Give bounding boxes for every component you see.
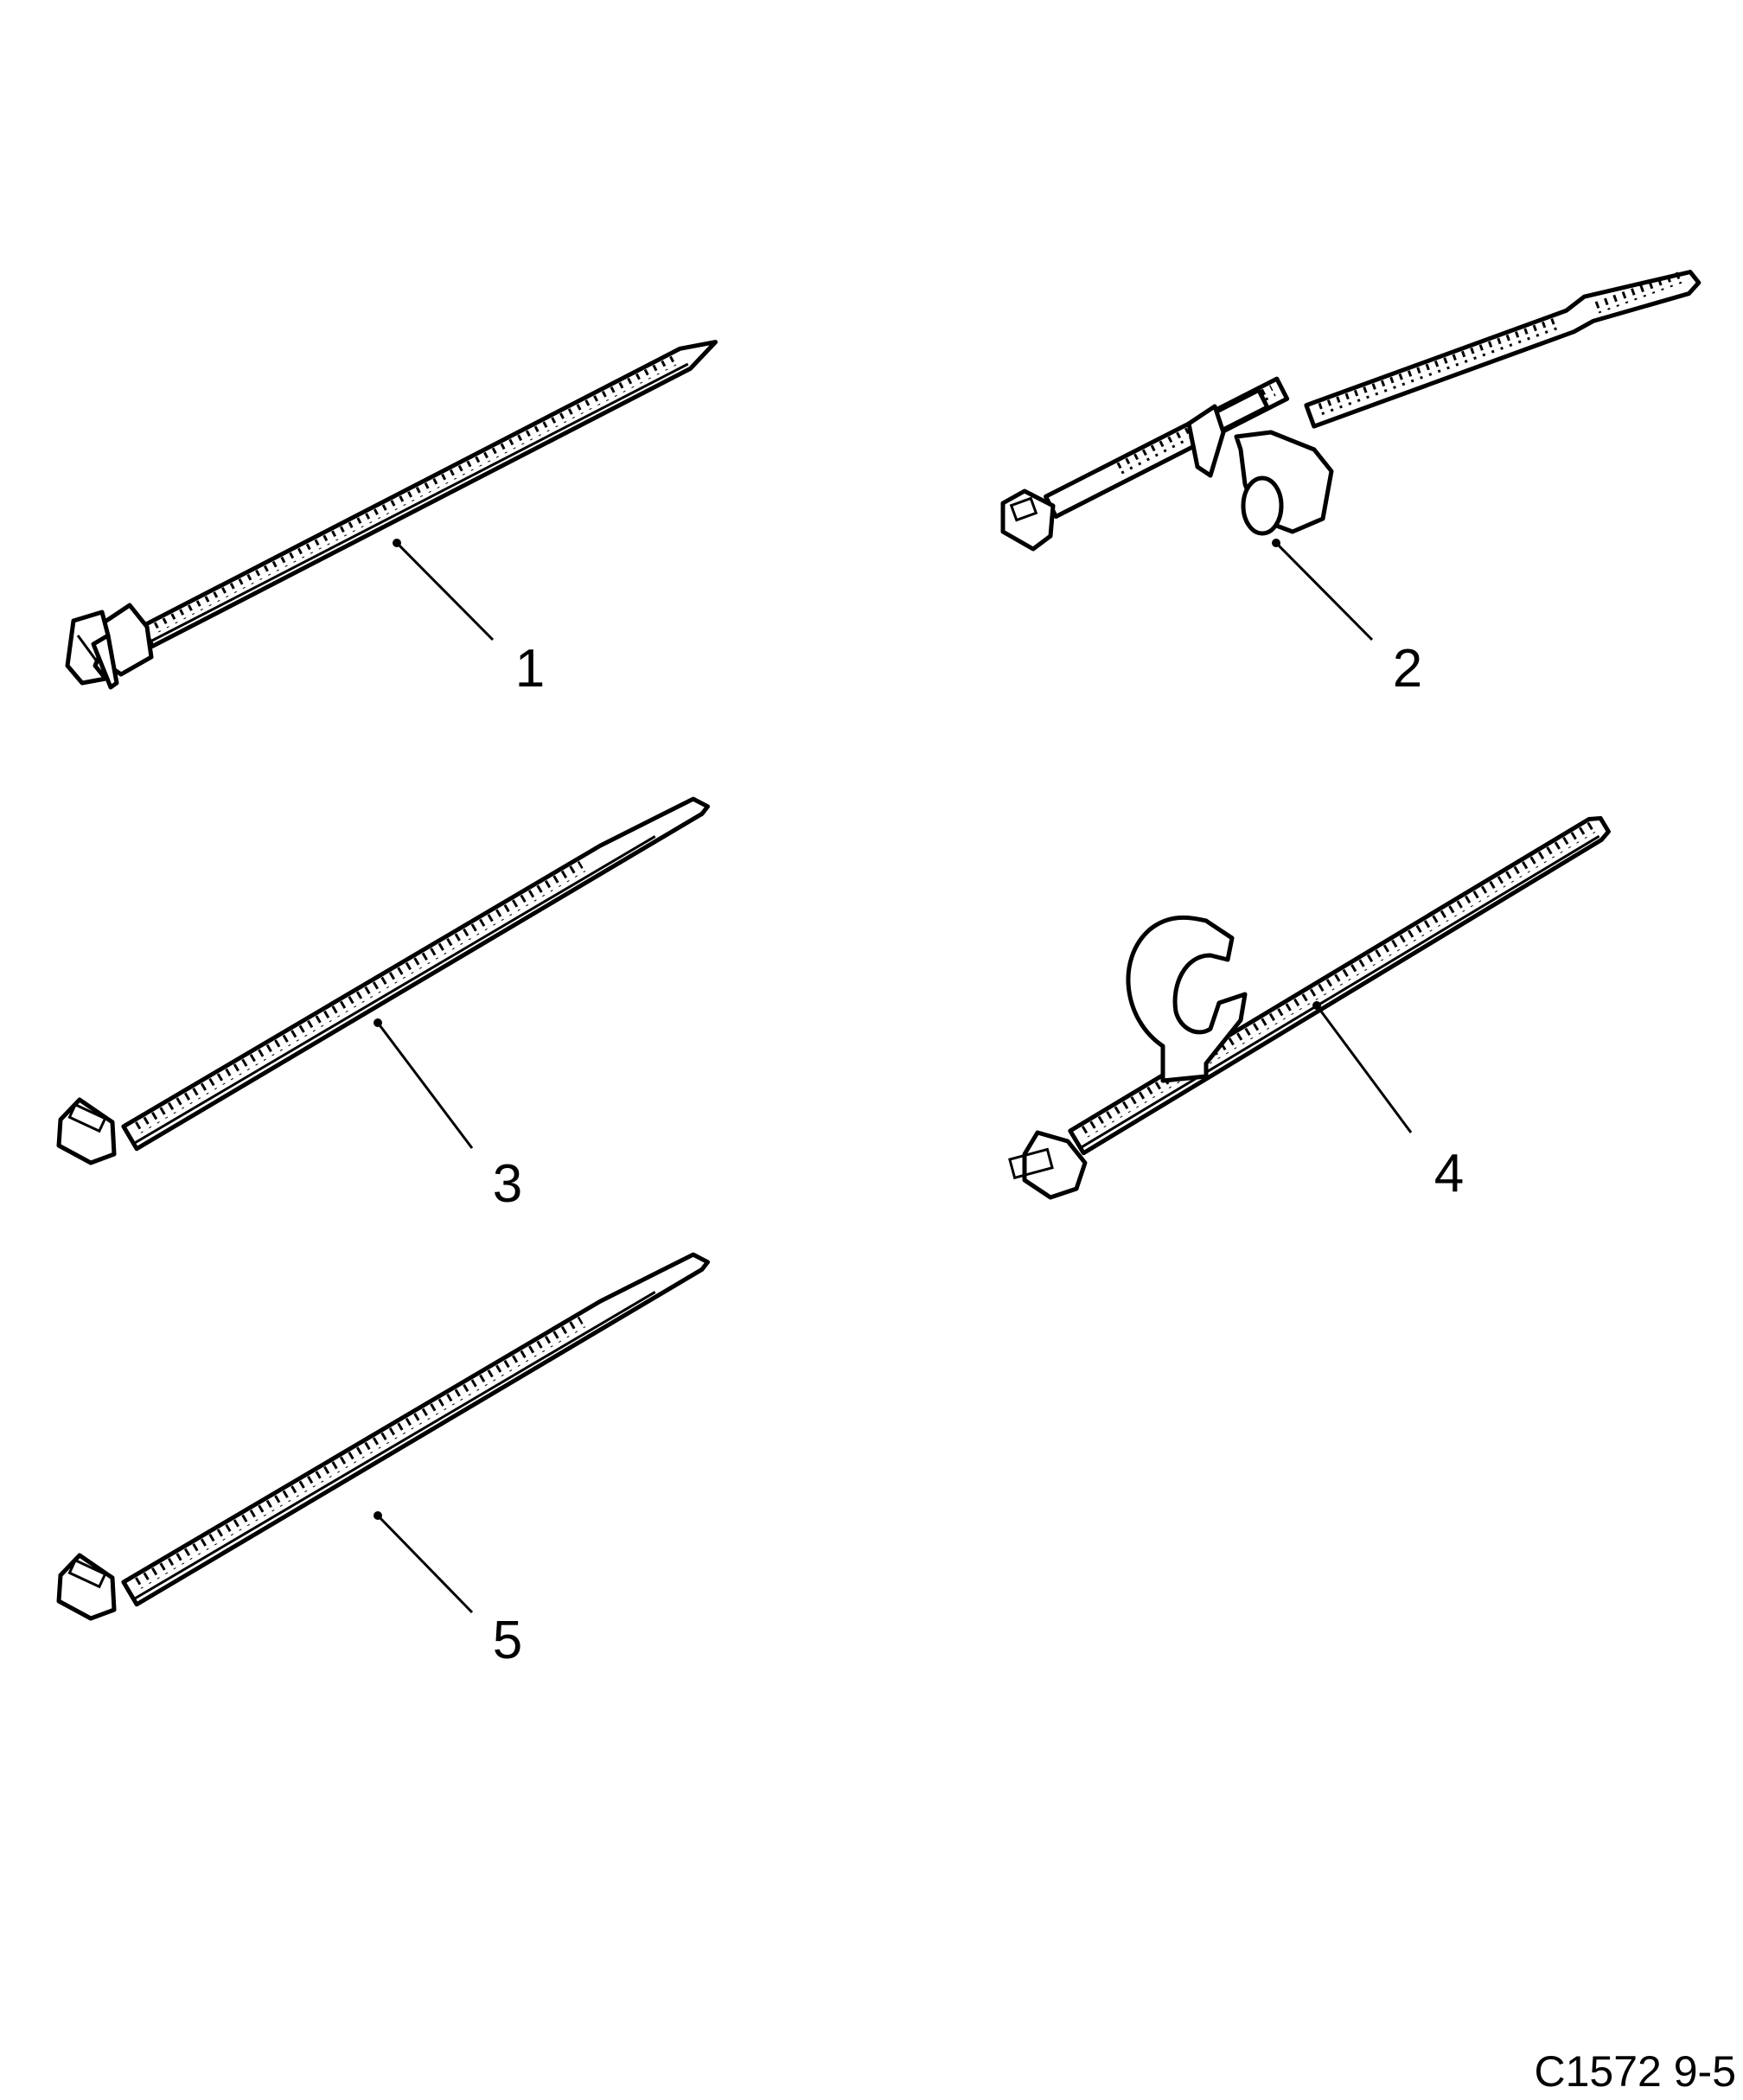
part-1-clip-cable-tie (65, 340, 718, 690)
callout-label-3: 3 (492, 1154, 523, 1214)
leader-line-4 (1315, 1005, 1413, 1133)
part-3-standard-cable-tie-long (56, 796, 711, 1165)
callout-label-5: 5 (492, 1611, 523, 1670)
part-2-saddle-cable-tie (1000, 270, 1702, 552)
part-5-standard-cable-tie (56, 1252, 711, 1621)
tie-head-square (1000, 488, 1056, 552)
callout-label-2: 2 (1392, 639, 1423, 699)
leader-line-5 (376, 1514, 474, 1614)
callout-label-1: 1 (514, 639, 546, 699)
fir-tree-clip-head (65, 603, 154, 690)
part-4-c-clip-cable-tie (1008, 815, 1611, 1200)
callout-label-4: 4 (1433, 1144, 1465, 1203)
leader-line-1 (395, 541, 495, 641)
leader-line-3 (376, 1022, 474, 1149)
c-clip (1126, 915, 1248, 1083)
leader-line-2 (1274, 541, 1374, 641)
figure-code: C1572 9-5 (1534, 2047, 1737, 2096)
tie-head-4 (1022, 1130, 1088, 1200)
